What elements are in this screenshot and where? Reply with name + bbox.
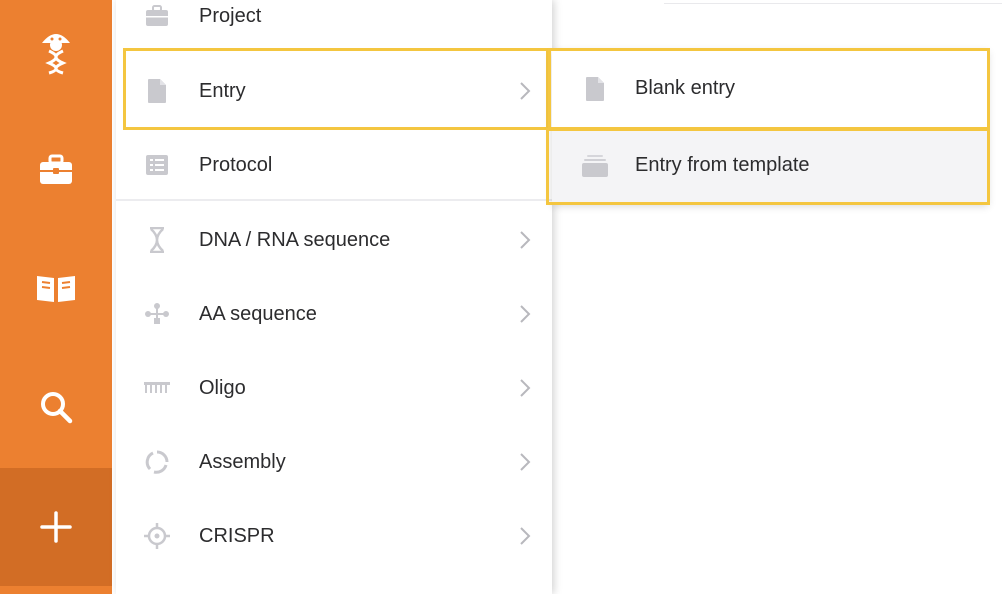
submenu-item-entry-from-template[interactable]: Entry from template (552, 127, 988, 204)
chevron-right-icon (518, 378, 532, 398)
sidebar-item-create[interactable] (0, 468, 112, 586)
menu-item-protocol[interactable]: Protocol (116, 128, 552, 202)
sidebar-item-search[interactable] (0, 357, 112, 457)
chevron-right-icon (518, 230, 532, 250)
menu-item-label: AA sequence (199, 302, 317, 325)
menu-item-dna-rna-sequence[interactable]: DNA / RNA sequence (116, 203, 552, 277)
menu-item-label: Assembly (199, 450, 286, 473)
menu-item-label: DNA / RNA sequence (199, 228, 391, 251)
menu-divider (116, 199, 552, 201)
chevron-right-icon (518, 526, 532, 546)
assembly-icon (144, 449, 170, 475)
chevron-right-icon (518, 452, 532, 472)
sidebar-item-projects[interactable] (0, 120, 112, 220)
menu-item-label: CRISPR (199, 524, 275, 547)
template-icon (582, 153, 608, 179)
protein-icon (144, 301, 170, 327)
create-menu: Project Entry (116, 0, 552, 594)
menu-item-project[interactable]: Project (116, 0, 552, 53)
document-icon (144, 78, 170, 104)
submenu-item-blank-entry[interactable]: Blank entry (552, 50, 988, 127)
briefcase-icon (144, 3, 170, 29)
dna-helix-icon (144, 227, 170, 253)
book-icon (35, 272, 77, 304)
dna-logo-icon (36, 25, 76, 75)
document-icon (582, 76, 608, 102)
submenu-item-label: Blank entry (635, 77, 736, 99)
menu-item-label: Entry (199, 79, 246, 102)
menu-item-aa-sequence[interactable]: AA sequence (116, 277, 552, 351)
menu-item-oligo[interactable]: Oligo (116, 351, 552, 425)
background-header-line (664, 0, 1002, 4)
menu-item-label: Oligo (199, 376, 246, 399)
chevron-right-icon (518, 304, 532, 324)
menu-item-entry[interactable]: Entry (116, 54, 552, 128)
crosshair-icon (144, 523, 170, 549)
menu-item-assembly[interactable]: Assembly (116, 425, 552, 499)
submenu-item-label: Entry from template (635, 154, 810, 176)
list-icon (144, 152, 170, 178)
chevron-right-icon (518, 81, 532, 101)
sidebar-item-library[interactable] (0, 238, 112, 338)
oligo-icon (144, 375, 170, 401)
sidebar (0, 0, 112, 594)
search-icon (39, 390, 73, 424)
briefcase-icon (38, 154, 74, 186)
menu-item-crispr[interactable]: CRISPR (116, 499, 552, 573)
menu-item-label: Project (199, 4, 262, 27)
entry-submenu: Blank entry Entry from template (552, 50, 988, 204)
sidebar-logo[interactable] (0, 0, 112, 100)
menu-item-label: Protocol (199, 153, 273, 176)
plus-icon (39, 510, 73, 544)
